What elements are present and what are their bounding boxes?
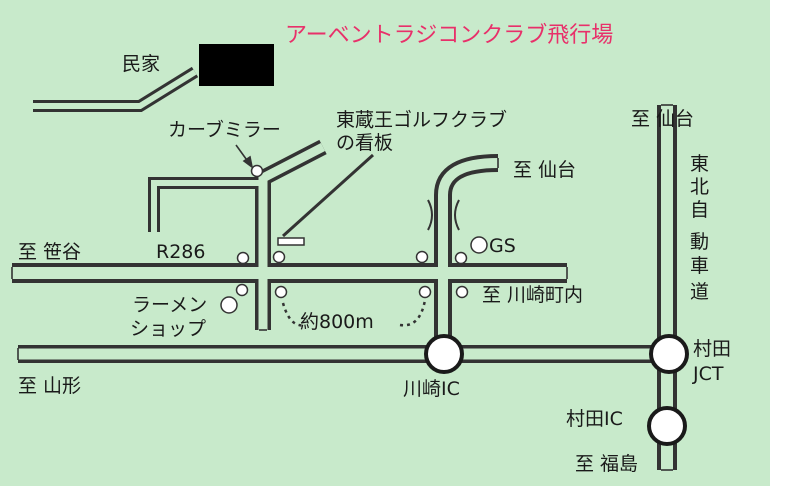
label-to-kawasaki-town: 至 川崎町内: [482, 284, 583, 306]
sendai-fill: [438, 158, 499, 354]
svg-text:北: 北: [690, 176, 709, 198]
label-murata-jct-1: 村田: [693, 338, 731, 360]
label-to-yamagata: 至 山形: [18, 375, 81, 397]
branch-fill: [151, 180, 263, 232]
landmark-marker: [415, 250, 429, 264]
murata-jct-marker: [649, 334, 689, 374]
kawasaki-ic-marker: [424, 334, 464, 374]
landmark-markers: [220, 164, 488, 314]
label-gas-station: GS: [489, 235, 516, 257]
landmark-marker: [454, 251, 468, 265]
label-golf-sign-2: の看板: [336, 132, 393, 154]
label-murata-ic: 村田IC: [566, 408, 623, 430]
distance-dotted-line: [281, 299, 427, 327]
main-north-fill: [258, 143, 326, 330]
landmark-marker: [418, 285, 432, 299]
landmark-marker: [274, 285, 288, 299]
murata-ic-marker: [647, 406, 687, 446]
label-to-fukushima: 至 福島: [575, 453, 638, 475]
label-to-sendai-expressway: 至 仙台: [631, 108, 694, 130]
label-route-286: R286: [156, 241, 205, 263]
landmark-marker: [455, 285, 469, 299]
landmark-marker-west: [236, 251, 250, 265]
house-icon: [199, 44, 274, 86]
map-title: アーベントラジコンクラブ飛行場: [285, 23, 613, 48]
label-expressway-vertical: 東 北 自 動 車 道: [690, 153, 709, 303]
label-minka: 民家: [122, 53, 160, 75]
label-ramen-2: ショップ: [130, 318, 206, 340]
gas-station-marker: [470, 236, 488, 254]
golf-sign-icon: [277, 153, 375, 246]
bridge-icon: [427, 199, 460, 231]
label-kawasaki-ic: 川崎IC: [403, 378, 460, 400]
label-distance: 約800m: [300, 311, 374, 333]
interchange-markers: [424, 334, 689, 446]
ramen-shop-marker: [220, 296, 238, 314]
curve-mirror-arrow-icon: [235, 144, 254, 169]
svg-text:動: 動: [690, 231, 709, 253]
label-to-sendai: 至 仙台: [513, 159, 576, 181]
label-ramen-1: ラーメン: [132, 294, 207, 316]
svg-text:車: 車: [690, 255, 709, 277]
north-fill: [33, 69, 197, 109]
svg-text:自: 自: [690, 199, 709, 221]
label-curve-mirror: カーブミラー: [168, 118, 281, 141]
landmark-marker-east: [272, 250, 286, 264]
svg-text:道: 道: [690, 281, 709, 303]
landmark-marker: [235, 283, 249, 297]
road-end-caps: [11, 104, 673, 471]
map-background: [0, 0, 770, 486]
svg-text:東: 東: [690, 153, 709, 175]
label-to-sasaya: 至 笹谷: [18, 241, 81, 263]
curve-mirror-marker: [250, 164, 264, 178]
label-golf-sign-1: 東蔵王ゴルフクラブ: [336, 108, 507, 131]
label-murata-jct-2: JCT: [692, 363, 724, 385]
